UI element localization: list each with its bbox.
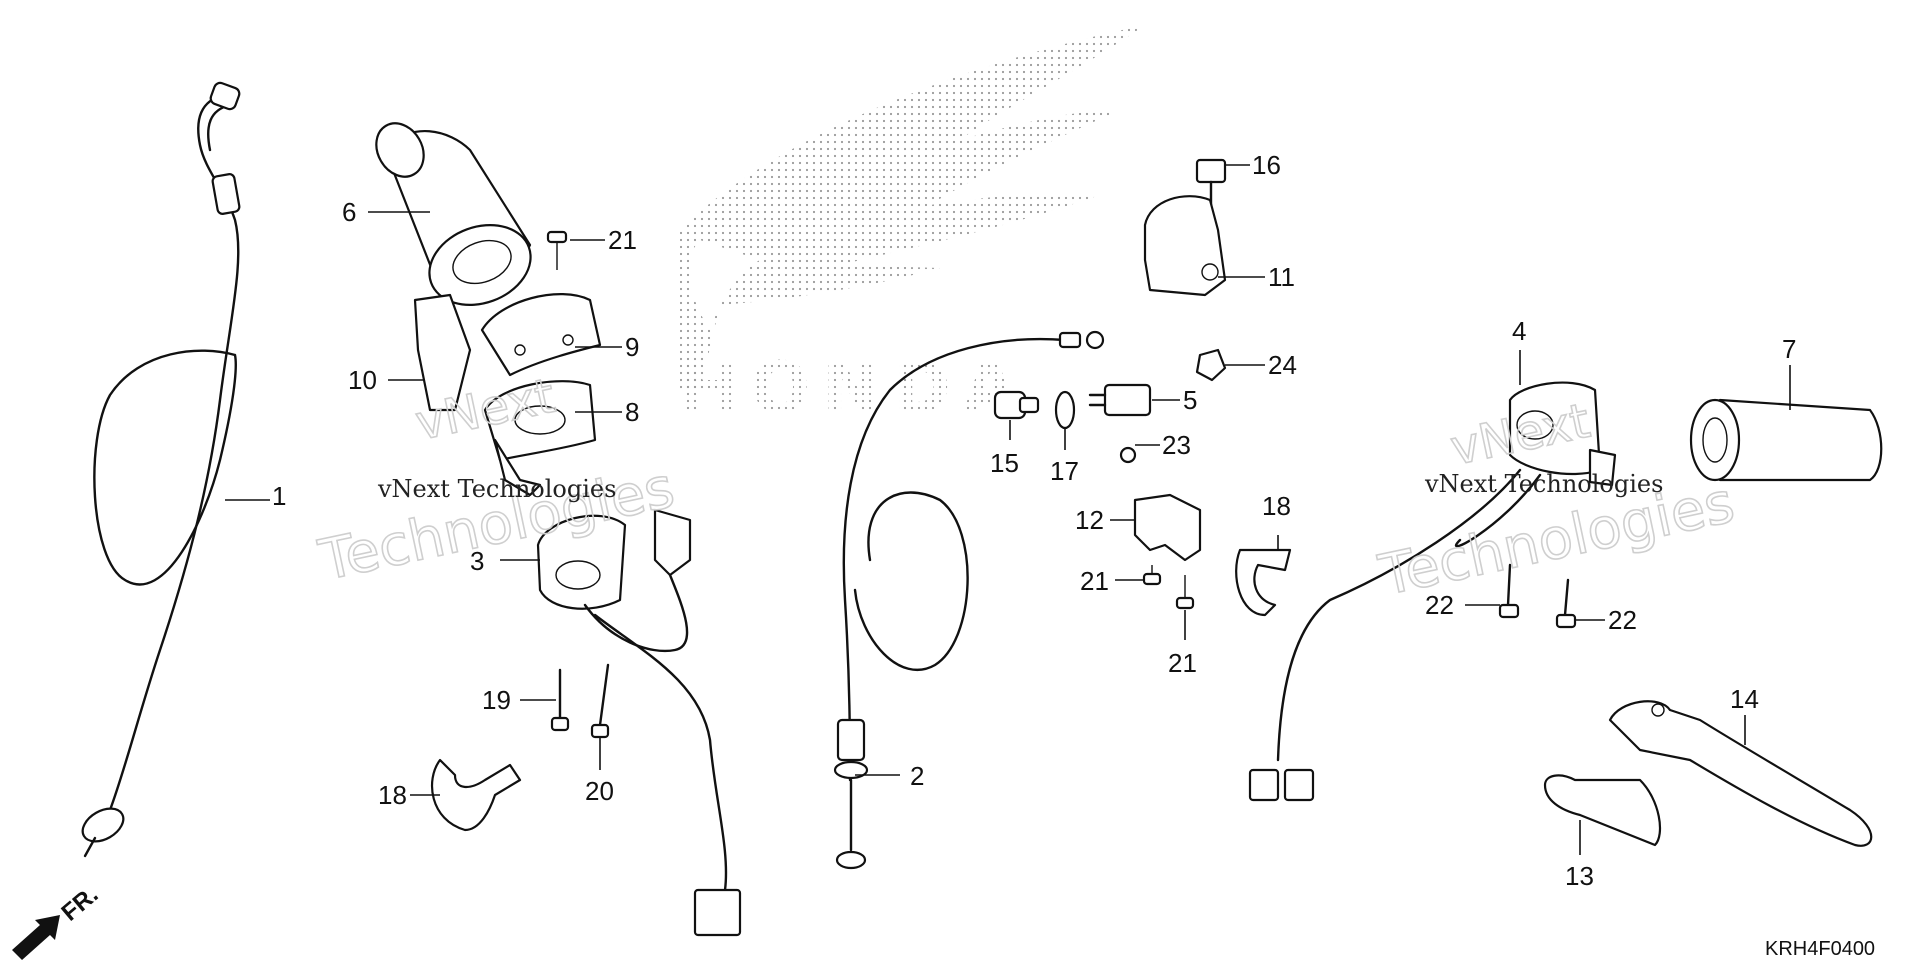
watermark-right: vNext Technologies vNext Technologies xyxy=(1373,392,1741,610)
part-14-lever xyxy=(1608,700,1873,847)
part-21-screw-lower-left xyxy=(1142,572,1162,586)
callout-10: 10 xyxy=(348,365,377,395)
callout-1: 1 xyxy=(272,481,286,511)
part-22-screw-left xyxy=(1498,563,1520,619)
part-5-clutch-switch xyxy=(1088,383,1152,417)
part-18-band-left xyxy=(430,758,522,832)
callout-18-right: 18 xyxy=(1262,491,1291,521)
watermark-right-small: vNext Technologies xyxy=(1424,470,1663,498)
part-13-lever-boot xyxy=(1543,774,1662,847)
callout-7: 7 xyxy=(1782,334,1796,364)
part-8-housing-base xyxy=(483,380,597,497)
part-22-screw-right xyxy=(1555,578,1577,629)
part-1-throttle-cable xyxy=(81,81,241,858)
callout-15: 15 xyxy=(990,448,1019,478)
callout-16: 16 xyxy=(1252,150,1281,180)
part-2-clutch-cable xyxy=(833,330,1105,870)
callout-21-top: 21 xyxy=(608,225,637,255)
callout-22-left: 22 xyxy=(1425,590,1454,620)
watermark-left-small: vNext Technologies xyxy=(377,475,616,503)
callout-20: 20 xyxy=(585,776,614,806)
callout-9: 9 xyxy=(625,332,639,362)
callout-21-bottom: 21 xyxy=(1168,648,1197,678)
part-10-boot xyxy=(413,293,472,412)
callout-18-left: 18 xyxy=(378,780,407,810)
part-20-screw xyxy=(590,663,610,739)
part-15-adjuster xyxy=(993,390,1040,420)
part-7-grip xyxy=(1689,398,1883,482)
part-24-nut xyxy=(1195,348,1227,382)
honda-logo-letters: HONDA xyxy=(680,347,1029,429)
callout-6: 6 xyxy=(342,197,356,227)
callout-19: 19 xyxy=(482,685,511,715)
callout-22-right: 22 xyxy=(1608,605,1637,635)
honda-wing-logo: HONDA xyxy=(680,25,1145,429)
callout-3: 3 xyxy=(470,546,484,576)
callout-4: 4 xyxy=(1512,316,1526,346)
callout-12: 12 xyxy=(1075,505,1104,535)
callout-13: 13 xyxy=(1565,861,1594,891)
callout-17: 17 xyxy=(1050,456,1079,486)
front-label: FR. xyxy=(57,881,104,927)
part-21-screw-lower-right xyxy=(1175,596,1195,610)
callout-23: 23 xyxy=(1162,430,1191,460)
leader-lines xyxy=(225,164,1791,855)
part-19-screw xyxy=(550,668,570,732)
part-17-nut xyxy=(1054,390,1076,430)
part-11-lever-holder xyxy=(1143,195,1227,297)
part-3-switch-assembly xyxy=(536,508,742,937)
part-6-throttle-grip xyxy=(375,122,532,306)
callout-5: 5 xyxy=(1183,385,1197,415)
part-18-band-right xyxy=(1235,548,1292,617)
part-9-housing-cover xyxy=(480,293,602,377)
part-21-screw-top xyxy=(546,230,568,270)
part-23-screw xyxy=(1119,446,1137,464)
callout-21-mid: 21 xyxy=(1080,566,1109,596)
callout-8: 8 xyxy=(625,397,639,427)
callouts: 1 2 3 4 5 6 7 8 9 10 11 12 13 14 15 16 1… xyxy=(272,150,1796,891)
callout-14: 14 xyxy=(1730,684,1759,714)
diagram-code: KRH4F0400 xyxy=(1765,938,1875,960)
part-4-right-switch xyxy=(1248,381,1617,802)
callout-11: 11 xyxy=(1268,262,1295,292)
callout-24: 24 xyxy=(1268,350,1297,380)
callout-2: 2 xyxy=(910,761,924,791)
front-direction-arrow: FR. xyxy=(12,881,103,960)
